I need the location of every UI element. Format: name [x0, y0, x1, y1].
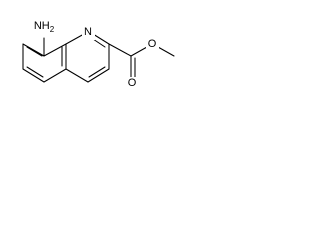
- bond-c5-c6-inner: [26, 66, 44, 78]
- bond-c7-c8: [22, 43, 45, 57]
- amine-label: NH2: [34, 20, 55, 34]
- bond-ester-o-methyl: [157, 46, 175, 57]
- ring-nitrogen-label: N: [84, 26, 92, 38]
- carbonyl-oxygen-label-bg: [126, 77, 139, 90]
- chemical-structure-diagram: NH2 N O O: [22, 17, 175, 90]
- bond-c4-c4a: [65, 68, 89, 83]
- ring-nitrogen-label-bg: [82, 27, 95, 40]
- atom-label-layer: NH2 N O O: [33, 17, 159, 90]
- bond-c5-c6: [22, 68, 45, 83]
- bond-n1-c2-inner: [92, 38, 106, 48]
- carbonyl-oxygen-label: O: [128, 77, 137, 89]
- bond-carbonyl-c-ester-o: [130, 46, 148, 57]
- ester-oxygen-label: O: [148, 38, 157, 50]
- amine-label-bg: [33, 17, 57, 34]
- bond-c2-carbonyl-c: [108, 43, 132, 57]
- bond-c4a-c5: [43, 68, 67, 83]
- bond-n1-c2: [92, 33, 110, 45]
- bond-layer: [22, 33, 175, 83]
- bond-c3-c4-inner: [88, 66, 106, 78]
- ester-oxygen-label-bg: [146, 37, 159, 50]
- bond-c7-c8-inner: [26, 46, 43, 57]
- bond-c3-c4: [87, 68, 110, 83]
- bond-c8-c8a: [43, 43, 67, 57]
- bond-c8a-n1: [65, 33, 85, 45]
